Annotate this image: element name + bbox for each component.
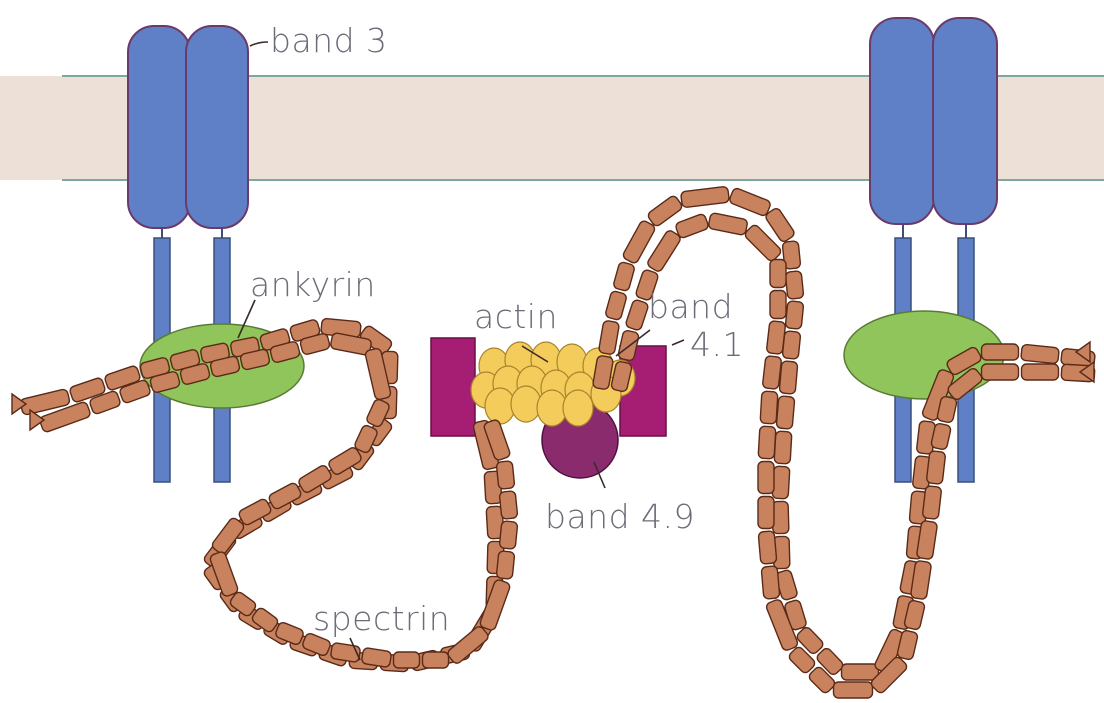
spectrin-segment	[605, 290, 628, 320]
label-band49: band 4.9	[545, 497, 695, 536]
spectrin-segment	[982, 364, 1019, 380]
spectrin-segment	[758, 497, 774, 529]
label-ankyrin: ankyrin	[250, 265, 376, 304]
label-band41-line1: band	[648, 287, 733, 326]
actin-monomer	[563, 390, 593, 426]
spectrin-segment	[758, 462, 774, 494]
spectrin-segment	[770, 260, 786, 288]
spectrin-segment	[766, 321, 786, 355]
actin-monomer	[511, 386, 541, 422]
spectrin-segment	[776, 396, 795, 429]
spectrin-segment	[625, 299, 649, 331]
spectrin-segment	[758, 426, 776, 459]
label-band3: band 3	[270, 21, 388, 60]
label-spectrin: spectrin	[313, 599, 450, 638]
spectrin-segment	[728, 187, 771, 217]
spectrin-segment	[1022, 364, 1059, 380]
spectrin-segment	[762, 356, 782, 390]
spectrin-segment	[496, 461, 515, 490]
spectrin-segment	[785, 301, 804, 330]
label-actin: actin	[474, 297, 558, 336]
spectrin-segment	[598, 320, 619, 355]
spectrin-segment	[394, 652, 420, 668]
spectrin-segment	[423, 652, 449, 668]
spectrin-segment	[770, 291, 786, 319]
spectrin-segment	[499, 521, 518, 550]
spectrin-segment	[834, 682, 873, 698]
spectrin-segment	[842, 664, 879, 680]
label-band41-line2: 4.1	[690, 325, 744, 364]
spectrin-segment	[772, 466, 790, 499]
spectrin-segment	[613, 261, 636, 291]
spectrin-segment	[774, 431, 792, 464]
spectrin-segment	[761, 566, 780, 599]
spectrin-segment	[708, 212, 748, 235]
spectrin-segment	[922, 486, 942, 520]
spectrin-segment	[446, 625, 490, 665]
spectrin-segment	[496, 551, 515, 580]
spectrin-segment	[779, 361, 798, 394]
spectrin-segment	[479, 579, 511, 632]
spectrin-segment	[760, 391, 778, 424]
spectrin-segment	[785, 271, 804, 300]
spectrin-segment	[926, 451, 946, 485]
spectrin-segment	[1021, 344, 1060, 364]
spectrin-segment	[982, 344, 1019, 360]
spectrin-segment	[681, 186, 730, 207]
spectrin-segment	[499, 491, 518, 520]
spectrin-segment	[758, 531, 777, 564]
spectrin-segment	[675, 213, 710, 239]
